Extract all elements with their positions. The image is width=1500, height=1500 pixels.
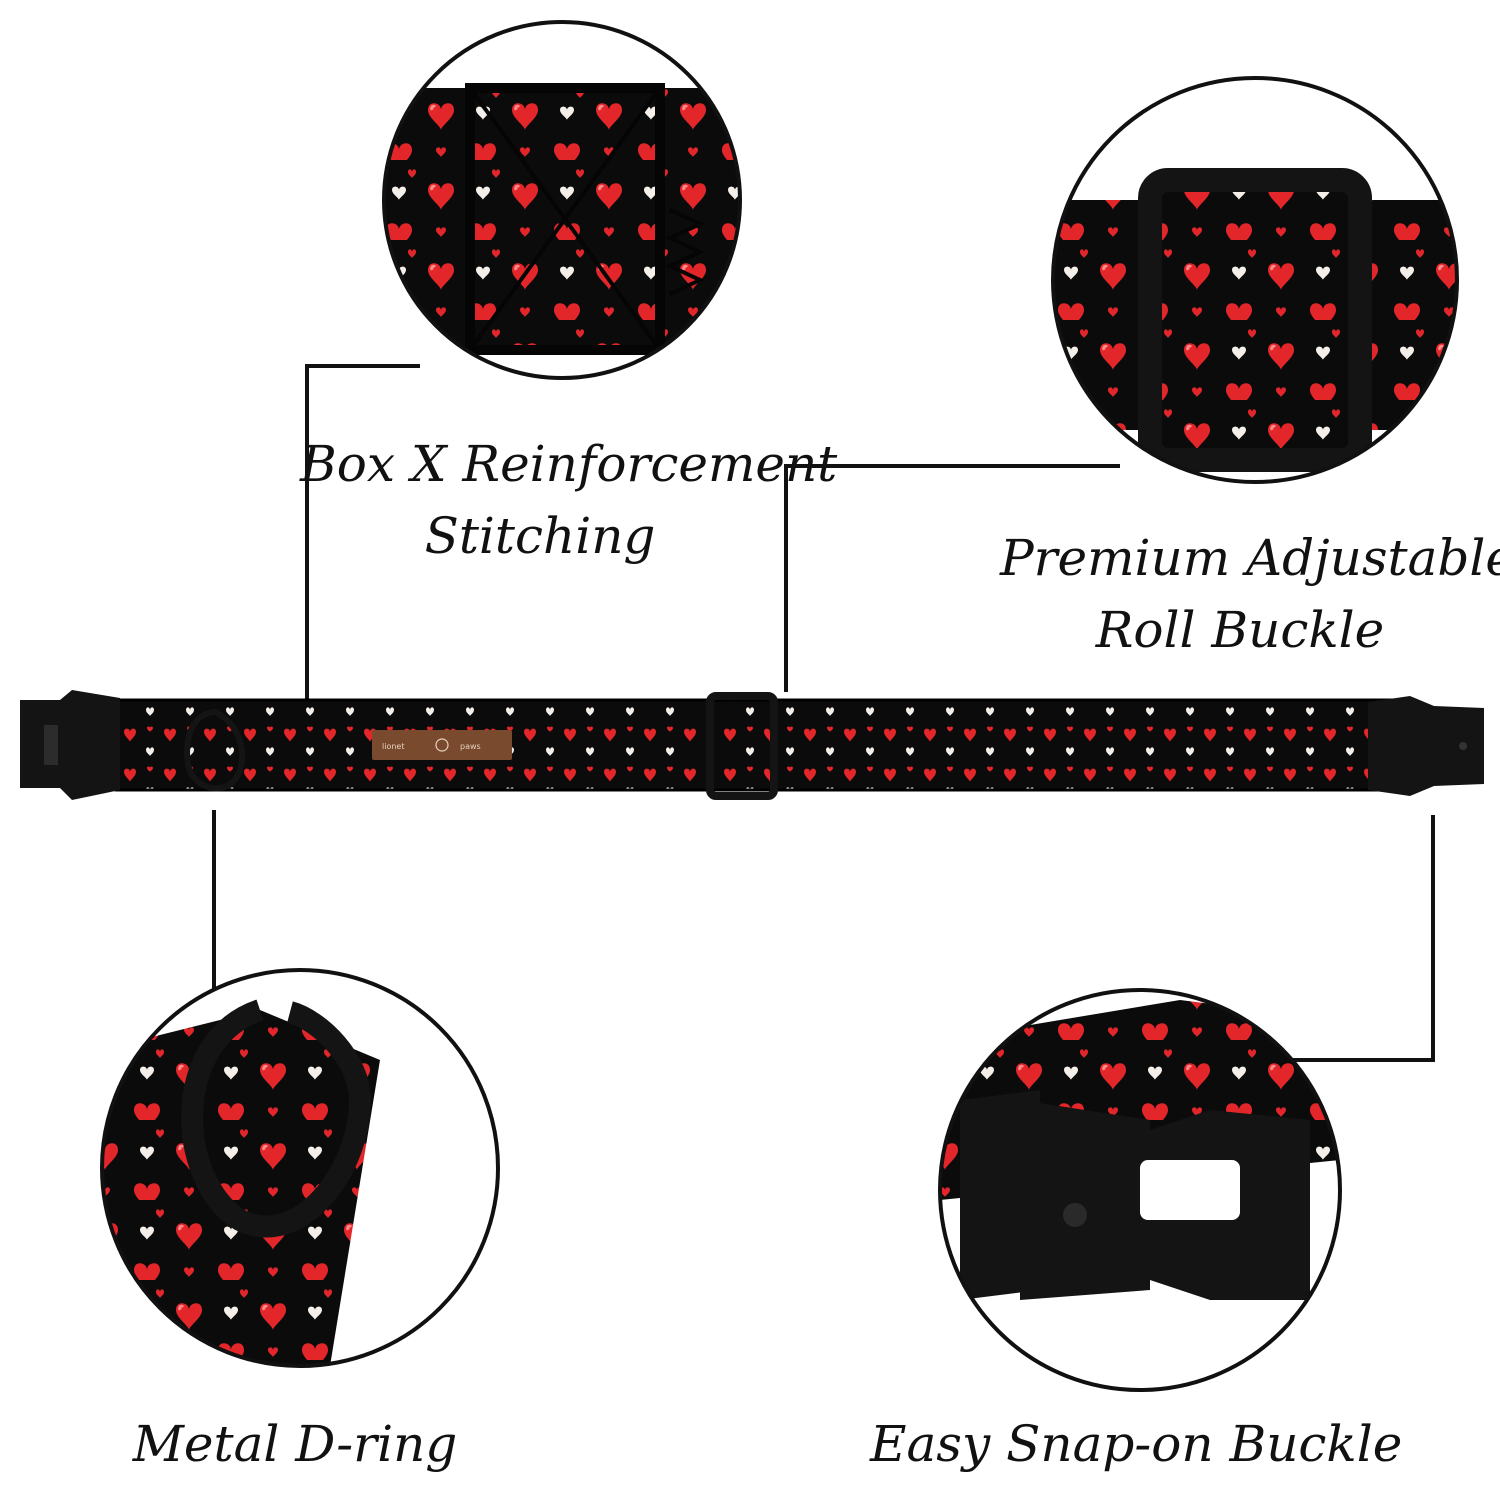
feature-label-box-x: Box X Reinforcement Stitching (300, 428, 838, 572)
zoom-snap-buckle (938, 988, 1342, 1392)
feature-label-roll-buckle-line2: Roll Buckle (1095, 601, 1385, 659)
right-buckle-icon (1368, 696, 1484, 796)
feature-label-box-x-line2: Stitching (424, 507, 656, 565)
brand-patch: lionet paws (372, 730, 512, 760)
left-buckle-icon (20, 690, 120, 800)
feature-label-snap-buckle: Easy Snap-on Buckle (870, 1408, 1403, 1480)
brand-patch-right-text: paws (460, 742, 481, 751)
zoom-roll-buckle (1051, 76, 1459, 484)
connector-roll-buckle (784, 464, 1120, 692)
zoom-box-x-stitching (382, 20, 742, 380)
feature-label-d-ring: Metal D-ring (90, 1408, 500, 1480)
brand-patch-left-text: lionet (382, 742, 404, 751)
connector-box-x (305, 364, 420, 713)
zoom-d-ring (100, 968, 500, 1368)
feature-label-roll-buckle-line1: Premium Adjustable (1000, 529, 1500, 587)
connector-lines (212, 364, 1435, 1062)
roll-buckle-icon (706, 692, 778, 800)
feature-label-snap-buckle-line1: Easy Snap-on Buckle (870, 1415, 1403, 1473)
feature-label-roll-buckle: Premium Adjustable Roll Buckle (1000, 522, 1500, 666)
collar-strap (108, 698, 1412, 792)
d-ring-icon (184, 708, 246, 792)
feature-label-d-ring-line1: Metal D-ring (132, 1415, 458, 1473)
feature-label-box-x-line1: Box X Reinforcement (300, 435, 838, 493)
connector-snap-buckle (1287, 815, 1435, 1062)
